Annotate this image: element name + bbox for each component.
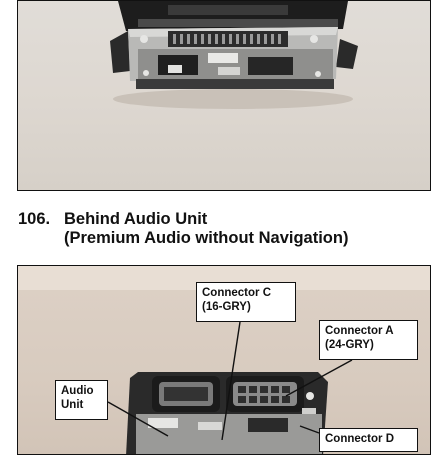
step-title-line2: (Premium Audio without Navigation) [64, 229, 349, 247]
step-number: 106. [18, 210, 51, 228]
callout-connector-a-spec: (24-GRY) [325, 339, 374, 351]
callout-audio-unit: Audio Unit [55, 380, 108, 420]
callout-connector-c-spec: (16-GRY) [202, 301, 251, 313]
top-photo [17, 0, 431, 191]
step-heading: 106. Behind Audio Unit (Premium Audio wit… [18, 210, 438, 248]
audio-unit-rear-photo [110, 1, 358, 109]
bottom-photo [17, 265, 431, 455]
callout-connector-c-name: Connector C [202, 287, 271, 299]
callout-connector-a: Connector A (24-GRY) [319, 320, 418, 360]
callout-audio-unit-line1: Audio [61, 385, 94, 397]
callout-connector-d: Connector D [319, 428, 418, 452]
callout-connector-c: Connector C (16-GRY) [196, 282, 296, 322]
callout-audio-unit-line2: Unit [61, 399, 84, 411]
callout-connector-d-name: Connector D [325, 433, 394, 445]
step-title-line1: Behind Audio Unit [64, 210, 208, 228]
callout-connector-a-name: Connector A [325, 325, 394, 337]
